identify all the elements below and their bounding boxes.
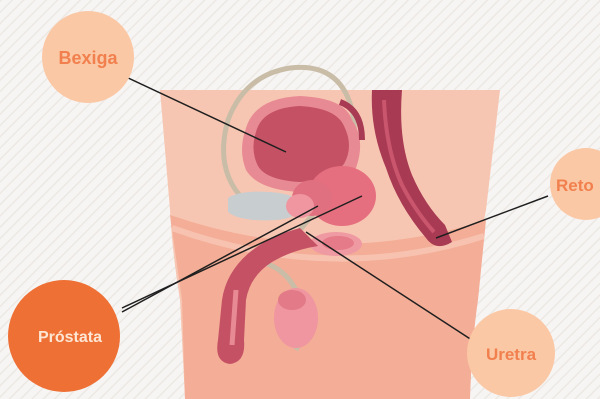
label-reto-text: Reto [556,176,594,195]
label-prostata-text: Próstata [38,329,102,346]
testis [274,288,318,348]
label-uretra: Uretra [467,309,555,397]
label-uretra-text: Uretra [486,345,537,364]
label-bexiga-text: Bexiga [58,48,118,68]
label-prostata: Próstata [8,280,120,392]
label-bexiga: Bexiga [42,11,134,103]
